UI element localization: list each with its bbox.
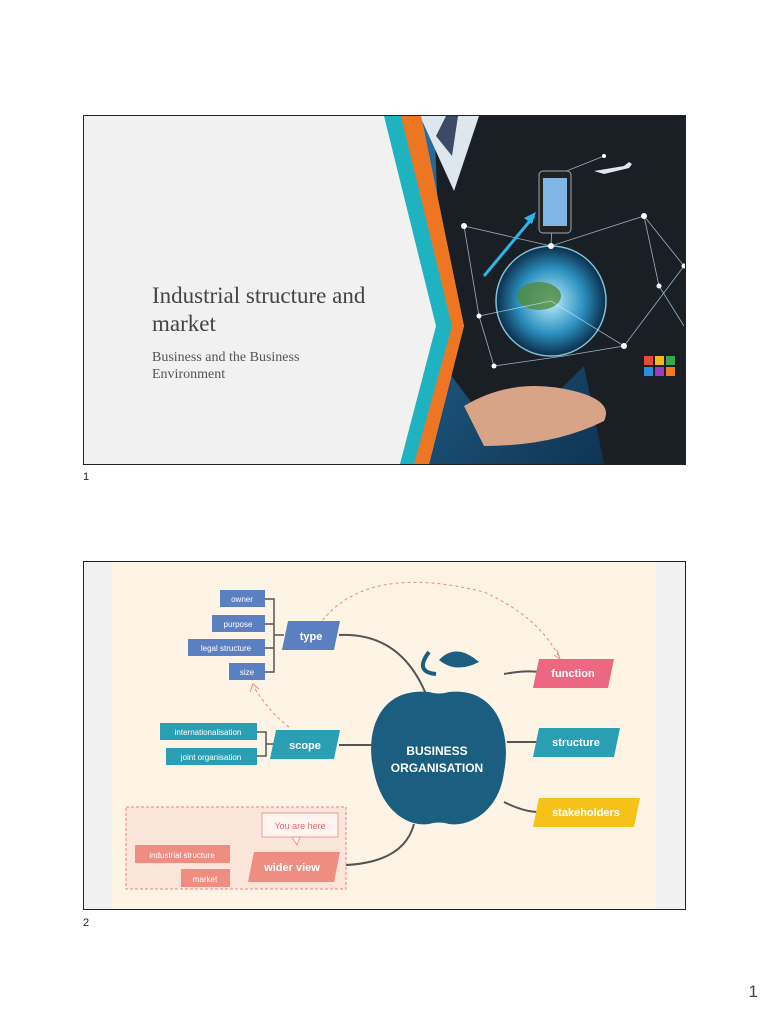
slide-2: BUSINESS ORGANISATION owner purpose lega… xyxy=(83,561,686,910)
right-branch: function structure stakeholders xyxy=(533,659,640,827)
scope-item-joint-organisation: joint organisation xyxy=(180,753,241,762)
structure-node xyxy=(533,728,620,757)
slide-title: Industrial structure and market xyxy=(152,283,366,336)
wider-view-label: wider view xyxy=(263,862,320,874)
type-item-purpose: purpose xyxy=(224,620,253,629)
mindmap: BUSINESS ORGANISATION owner purpose lega… xyxy=(112,562,656,909)
wider-item-market: market xyxy=(193,875,218,884)
wider-view-branch: You are here industrial structure market… xyxy=(135,812,340,887)
scope-label: scope xyxy=(289,740,321,752)
type-item-owner: owner xyxy=(231,595,253,604)
structure-label: structure xyxy=(552,737,600,749)
type-node xyxy=(282,621,340,650)
center-label-line2: ORGANISATION xyxy=(391,761,483,775)
dashed-arrow-scope-size xyxy=(253,686,290,728)
page-number: 1 xyxy=(748,982,758,1001)
slide-number-2: 2 xyxy=(83,917,90,929)
type-branch: owner purpose legal structure size type xyxy=(188,590,340,680)
slide-subtitle: Business and the Business Environment xyxy=(152,350,300,382)
function-node xyxy=(533,659,614,688)
stakeholders-node xyxy=(533,798,640,827)
orange-chevron xyxy=(401,116,464,464)
type-label: type xyxy=(300,631,323,643)
dashed-arrow-type-function xyxy=(318,581,560,658)
stakeholders-label: stakeholders xyxy=(552,807,620,819)
businessman-network-photo xyxy=(421,116,685,464)
type-item-size: size xyxy=(240,668,255,677)
scope-branch: internationalisation joint organisation … xyxy=(160,723,340,765)
apple-icon xyxy=(371,650,506,825)
scope-item-internationalisation: internationalisation xyxy=(175,728,242,737)
center-label-line1: BUSINESS xyxy=(406,744,467,758)
slide-1: Industrial structure and market Business… xyxy=(83,115,686,465)
wider-item-industrial-structure: industrial structure xyxy=(149,851,215,860)
scope-node xyxy=(270,730,340,759)
slide-number-1: 1 xyxy=(83,471,90,483)
wider-view-node xyxy=(248,852,340,882)
slide-1-artwork xyxy=(384,116,685,464)
you-are-here-callout: You are here xyxy=(274,821,325,831)
function-label: function xyxy=(551,668,595,680)
type-item-legal-structure: legal structure xyxy=(201,644,252,653)
